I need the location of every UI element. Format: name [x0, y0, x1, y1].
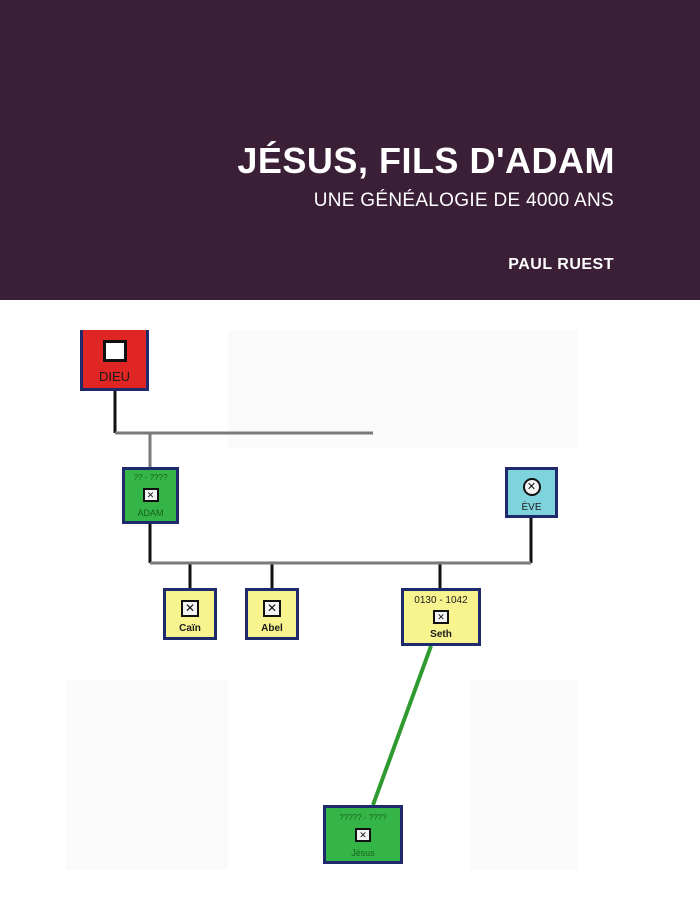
- background-panel-top: [228, 330, 578, 448]
- cover-header: JÉSUS, FILS D'ADAM UNE GÉNÉALOGIE DE 400…: [0, 0, 700, 300]
- node-abel: ✕ Abel: [245, 588, 299, 640]
- node-dates: 0130 - 1042: [414, 595, 468, 606]
- person-box-icon: ✕: [355, 828, 371, 842]
- node-cain: ✕ Caïn: [163, 588, 217, 640]
- genealogy-connectors: [113, 390, 533, 806]
- node-label: ADAM: [137, 508, 164, 518]
- node-dates: ????? - ????: [339, 813, 387, 822]
- node-seth: 0130 - 1042 ✕ Seth: [401, 588, 481, 646]
- person-box-icon: ✕: [433, 610, 449, 624]
- node-label: Abel: [261, 623, 283, 634]
- background-panel-right: [470, 680, 578, 870]
- node-label: Seth: [430, 629, 452, 640]
- person-box-icon: ✕: [263, 600, 281, 617]
- node-eve: ✕ ÈVE: [505, 467, 558, 518]
- node-dieu: DIEU: [80, 330, 149, 391]
- person-box-icon: [102, 340, 127, 362]
- node-jesus: ????? - ???? ✕ Jésus: [323, 805, 403, 864]
- node-label: Caïn: [179, 623, 201, 634]
- node-label: DIEU: [98, 369, 131, 384]
- background-panel-left: [66, 680, 228, 870]
- book-title: JÉSUS, FILS D'ADAM: [237, 140, 615, 181]
- book-subtitle: UNE GÉNÉALOGIE DE 4000 ANS: [313, 190, 614, 211]
- node-dates: ?? - ????: [133, 473, 168, 482]
- circle-cross-icon: ✕: [522, 478, 541, 496]
- node-label: Jésus: [351, 848, 375, 858]
- book-author: PAUL RUEST: [508, 256, 614, 273]
- person-box-icon: ✕: [142, 488, 159, 502]
- node-label: ÈVE: [521, 502, 542, 513]
- person-box-icon: ✕: [181, 600, 199, 617]
- node-adam: ?? - ???? ✕ ADAM: [122, 467, 179, 524]
- seth-to-jesus-line: [371, 645, 433, 806]
